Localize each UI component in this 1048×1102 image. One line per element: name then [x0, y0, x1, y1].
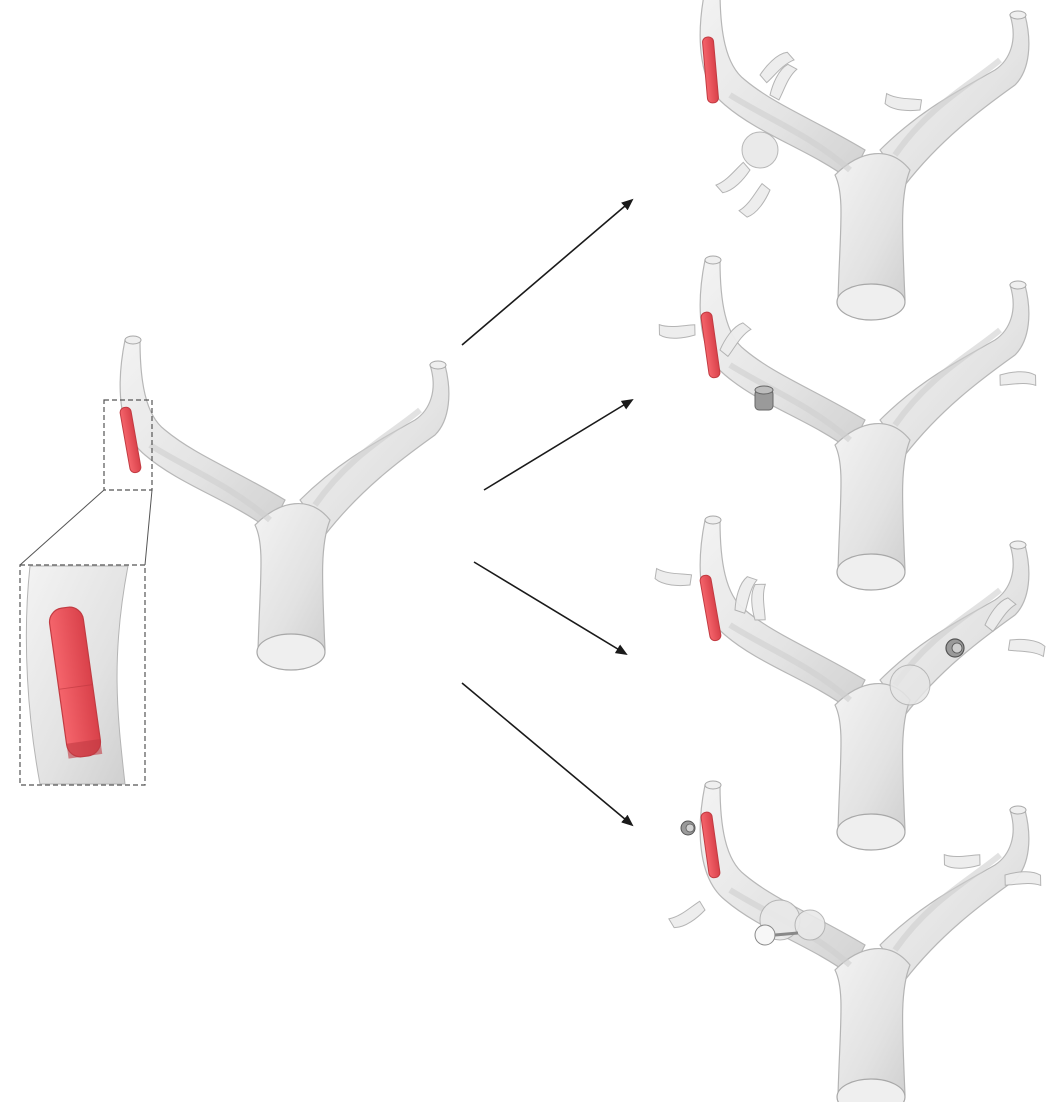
variant-3-small-ring [946, 639, 964, 657]
arrow-to-variant-2 [484, 400, 632, 490]
variant-4-small-ring [681, 821, 695, 835]
arrow-to-variant-1 [462, 200, 632, 345]
source-vessel-model [120, 336, 449, 670]
variant-1-vessel [700, 0, 1029, 320]
inset-connector-right [145, 490, 152, 565]
variant-2-small-cylinder [755, 386, 773, 410]
inset-connector-left [20, 490, 104, 565]
arrow-to-variant-4 [462, 683, 632, 825]
arrow-to-variant-3 [474, 562, 626, 654]
inset-zoom-panel [20, 565, 145, 785]
